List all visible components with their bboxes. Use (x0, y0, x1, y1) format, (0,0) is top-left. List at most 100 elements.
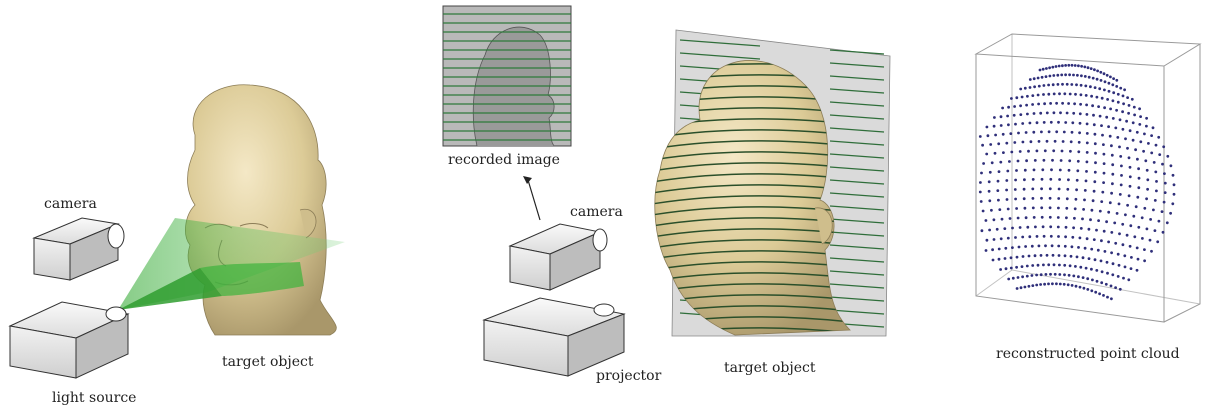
cloud-point (989, 171, 992, 174)
cloud-point (1098, 87, 1101, 90)
cloud-point (1120, 184, 1123, 187)
cloud-point (1097, 105, 1100, 108)
cloud-point (1129, 175, 1132, 178)
cloud-point (1110, 251, 1113, 254)
cloud-point (1094, 133, 1097, 136)
cloud-point (1013, 141, 1016, 144)
cloud-point (1021, 122, 1024, 125)
cloud-point (996, 189, 999, 192)
cloud-point (1058, 92, 1061, 95)
cloud-point (1122, 243, 1125, 246)
cloud-point (1063, 92, 1066, 95)
cloud-point (1133, 114, 1136, 117)
cloud-point (1100, 200, 1103, 203)
cloud-point (1072, 112, 1075, 115)
cloud-point (1078, 131, 1081, 134)
cloud-point (1004, 247, 1007, 250)
cloud-point (1138, 123, 1141, 126)
cloud-point (1144, 159, 1147, 162)
cloud-point (987, 134, 990, 137)
cloud-point (1014, 179, 1017, 182)
recorded-image-thumbnail (443, 6, 571, 150)
cloud-point (1049, 197, 1052, 200)
cloud-point (1143, 207, 1146, 210)
cloud-point (1101, 270, 1104, 273)
cloud-point (1119, 118, 1122, 121)
cloud-point (1029, 86, 1032, 89)
cloud-point (1155, 144, 1158, 147)
camera-label-mid: camera (570, 204, 623, 220)
cloud-point (1092, 199, 1095, 202)
cloud-point (980, 200, 983, 203)
cloud-point (1057, 83, 1060, 86)
cloud-point (1093, 123, 1096, 126)
cloud-point (1001, 107, 1004, 110)
cloud-point (1032, 197, 1035, 200)
cloud-point (1079, 122, 1082, 125)
cloud-point (1115, 85, 1118, 88)
cloud-point (1106, 272, 1109, 275)
cloud-point (1094, 161, 1097, 164)
cloud-point (997, 142, 1000, 145)
cloud-point (1149, 218, 1152, 221)
cloud-point (1028, 235, 1031, 238)
cloud-point (1063, 131, 1066, 134)
target-object-label-mid: target object (724, 360, 816, 376)
cloud-point (1133, 106, 1136, 109)
cloud-point (1075, 198, 1078, 201)
cloud-point (1046, 254, 1049, 257)
cloud-point (1052, 149, 1055, 152)
cloud-point (1010, 97, 1013, 100)
cloud-point (1088, 76, 1091, 79)
cloud-point (1042, 264, 1045, 267)
cloud-point (1077, 275, 1080, 278)
cloud-point (1071, 121, 1074, 124)
cloud-point (1061, 83, 1064, 86)
cloud-point (1145, 125, 1148, 128)
cloud-point (1049, 102, 1052, 105)
cloud-point (1061, 150, 1064, 153)
cloud-point (1041, 168, 1044, 171)
cloud-point (1091, 209, 1094, 212)
cloud-point (1146, 188, 1149, 191)
cloud-point (1041, 216, 1044, 219)
cloud-point (1116, 212, 1119, 215)
cloud-point (1105, 220, 1108, 223)
cloud-point (1146, 228, 1149, 231)
cloud-point (991, 248, 994, 251)
panel-structured-light-setup: recorded image (443, 6, 890, 384)
cloud-point (1161, 210, 1164, 213)
cloud-point (982, 162, 985, 165)
cloud-point (1085, 180, 1088, 183)
cloud-point (1050, 235, 1053, 238)
cloud-point (1114, 127, 1117, 130)
cloud-point (1066, 112, 1069, 115)
cloud-point (1084, 75, 1087, 78)
cloud-point (1024, 169, 1027, 172)
cloud-point (1089, 218, 1092, 221)
cloud-point (1161, 163, 1164, 166)
cloud-point (1111, 173, 1114, 176)
cloud-point (1102, 294, 1105, 297)
cloud-point (1085, 104, 1088, 107)
cloud-point (1094, 142, 1097, 145)
cloud-point (1068, 169, 1071, 172)
cloud-point (1111, 83, 1114, 86)
cloud-point (1086, 113, 1089, 116)
cloud-point (1084, 85, 1087, 88)
cloud-point (979, 191, 982, 194)
cloud-point (1052, 83, 1055, 86)
cloud-point (1051, 282, 1054, 285)
cloud-point (1112, 99, 1115, 102)
cloud-point (982, 210, 985, 213)
cloud-point (1117, 101, 1120, 104)
cloud-point (1105, 116, 1108, 119)
cloud-point (1028, 285, 1031, 288)
cloud-point (1043, 121, 1046, 124)
cloud-point (1126, 96, 1129, 99)
cloud-point (1166, 221, 1169, 224)
cloud-point (1118, 264, 1121, 267)
cloud-point (1094, 86, 1097, 89)
cloud-point (985, 153, 988, 156)
cloud-point (1131, 98, 1134, 101)
